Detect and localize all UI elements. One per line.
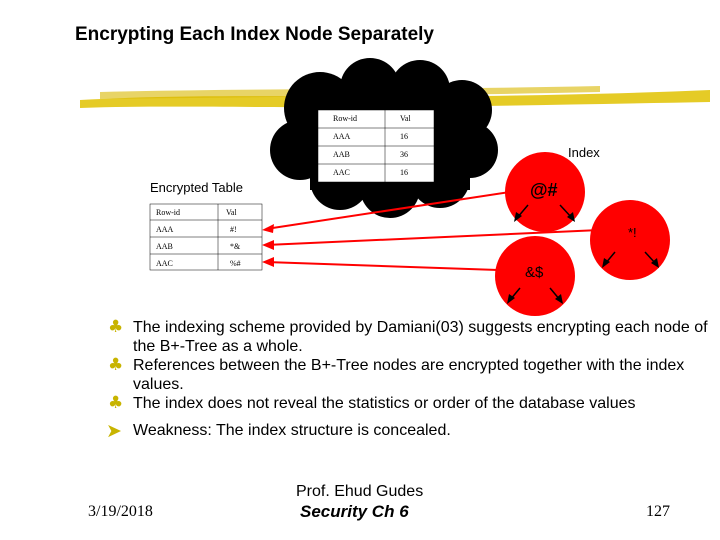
encrypted-table-cell: %# — [230, 259, 241, 268]
footer-course: Security Ch 6 — [300, 502, 409, 521]
club-bullet-icon: ♣ — [108, 393, 124, 413]
cloud-table-cell: 36 — [400, 150, 408, 159]
footer-page-number: 127 — [646, 503, 670, 520]
club-bullet-icon: ♣ — [108, 355, 124, 375]
arrow-right-to-row2 — [265, 229, 601, 246]
bullet-item: ♣ The index does not reveal the statisti… — [108, 394, 708, 413]
bullet-text: The index does not reveal the statistics… — [133, 395, 636, 412]
encrypted-table-label: Encrypted Table — [150, 180, 243, 195]
cloud-table-cell: AAC — [333, 168, 350, 177]
bullet-text: References between the B+-Tree nodes are… — [133, 357, 685, 393]
arrowhead-root — [262, 224, 274, 233]
footer-author: Prof. Ehud Gudes — [296, 483, 424, 500]
encrypted-table-cell: AAB — [156, 242, 173, 251]
node-left-label: &$ — [525, 264, 544, 281]
arrow-root-to-row1 — [265, 191, 511, 230]
cloud-table-cell: AAA — [333, 132, 351, 141]
index-label: Index — [568, 145, 600, 160]
cloud-table — [317, 109, 435, 183]
club-bullet-icon: ♣ — [108, 317, 124, 337]
cloud-table-header-rowid: Row-id — [333, 114, 357, 123]
encrypted-table-header-val: Val — [226, 208, 237, 217]
bullet-item: ♣ The indexing scheme provided by Damian… — [108, 318, 708, 356]
tree-node-root — [505, 152, 585, 232]
bullet-text: The indexing scheme provided by Damiani(… — [133, 319, 708, 355]
bullet-list: ♣ The indexing scheme provided by Damian… — [106, 318, 708, 442]
arrowhead-left — [262, 257, 274, 267]
encrypted-table-cell: *& — [230, 242, 241, 251]
arrow-bullet-icon: ➤ — [106, 420, 122, 442]
encrypted-table-cell: AAA — [156, 225, 174, 234]
node-arrows — [262, 191, 601, 271]
encrypted-table-header-rowid: Row-id — [156, 208, 180, 217]
weakness-item: ➤ Weakness: The index structure is conce… — [106, 420, 708, 442]
footer-date: 3/19/2018 — [88, 503, 153, 520]
cloud-table-header-val: Val — [400, 114, 411, 123]
node-right-label: *! — [628, 225, 637, 240]
encrypted-table-cell: #! — [230, 225, 237, 234]
arrow-left-to-row3 — [265, 261, 499, 271]
node-root-label: @# — [530, 180, 558, 200]
weakness-text: Weakness: The index structure is conceal… — [133, 422, 451, 439]
tree-node-right — [590, 200, 670, 280]
cloud-table-cell: 16 — [400, 168, 408, 177]
cloud-table-cell: 16 — [400, 132, 408, 141]
encrypted-table-cell: AAC — [156, 259, 173, 268]
cloud-table-cell: AAB — [333, 150, 350, 159]
arrowhead-right — [262, 240, 274, 250]
bullet-item: ♣ References between the B+-Tree nodes a… — [108, 356, 708, 394]
encrypted-table — [149, 203, 263, 271]
slide-title: Encrypting Each Index Node Separately — [75, 24, 434, 45]
tree-node-left — [495, 236, 575, 316]
